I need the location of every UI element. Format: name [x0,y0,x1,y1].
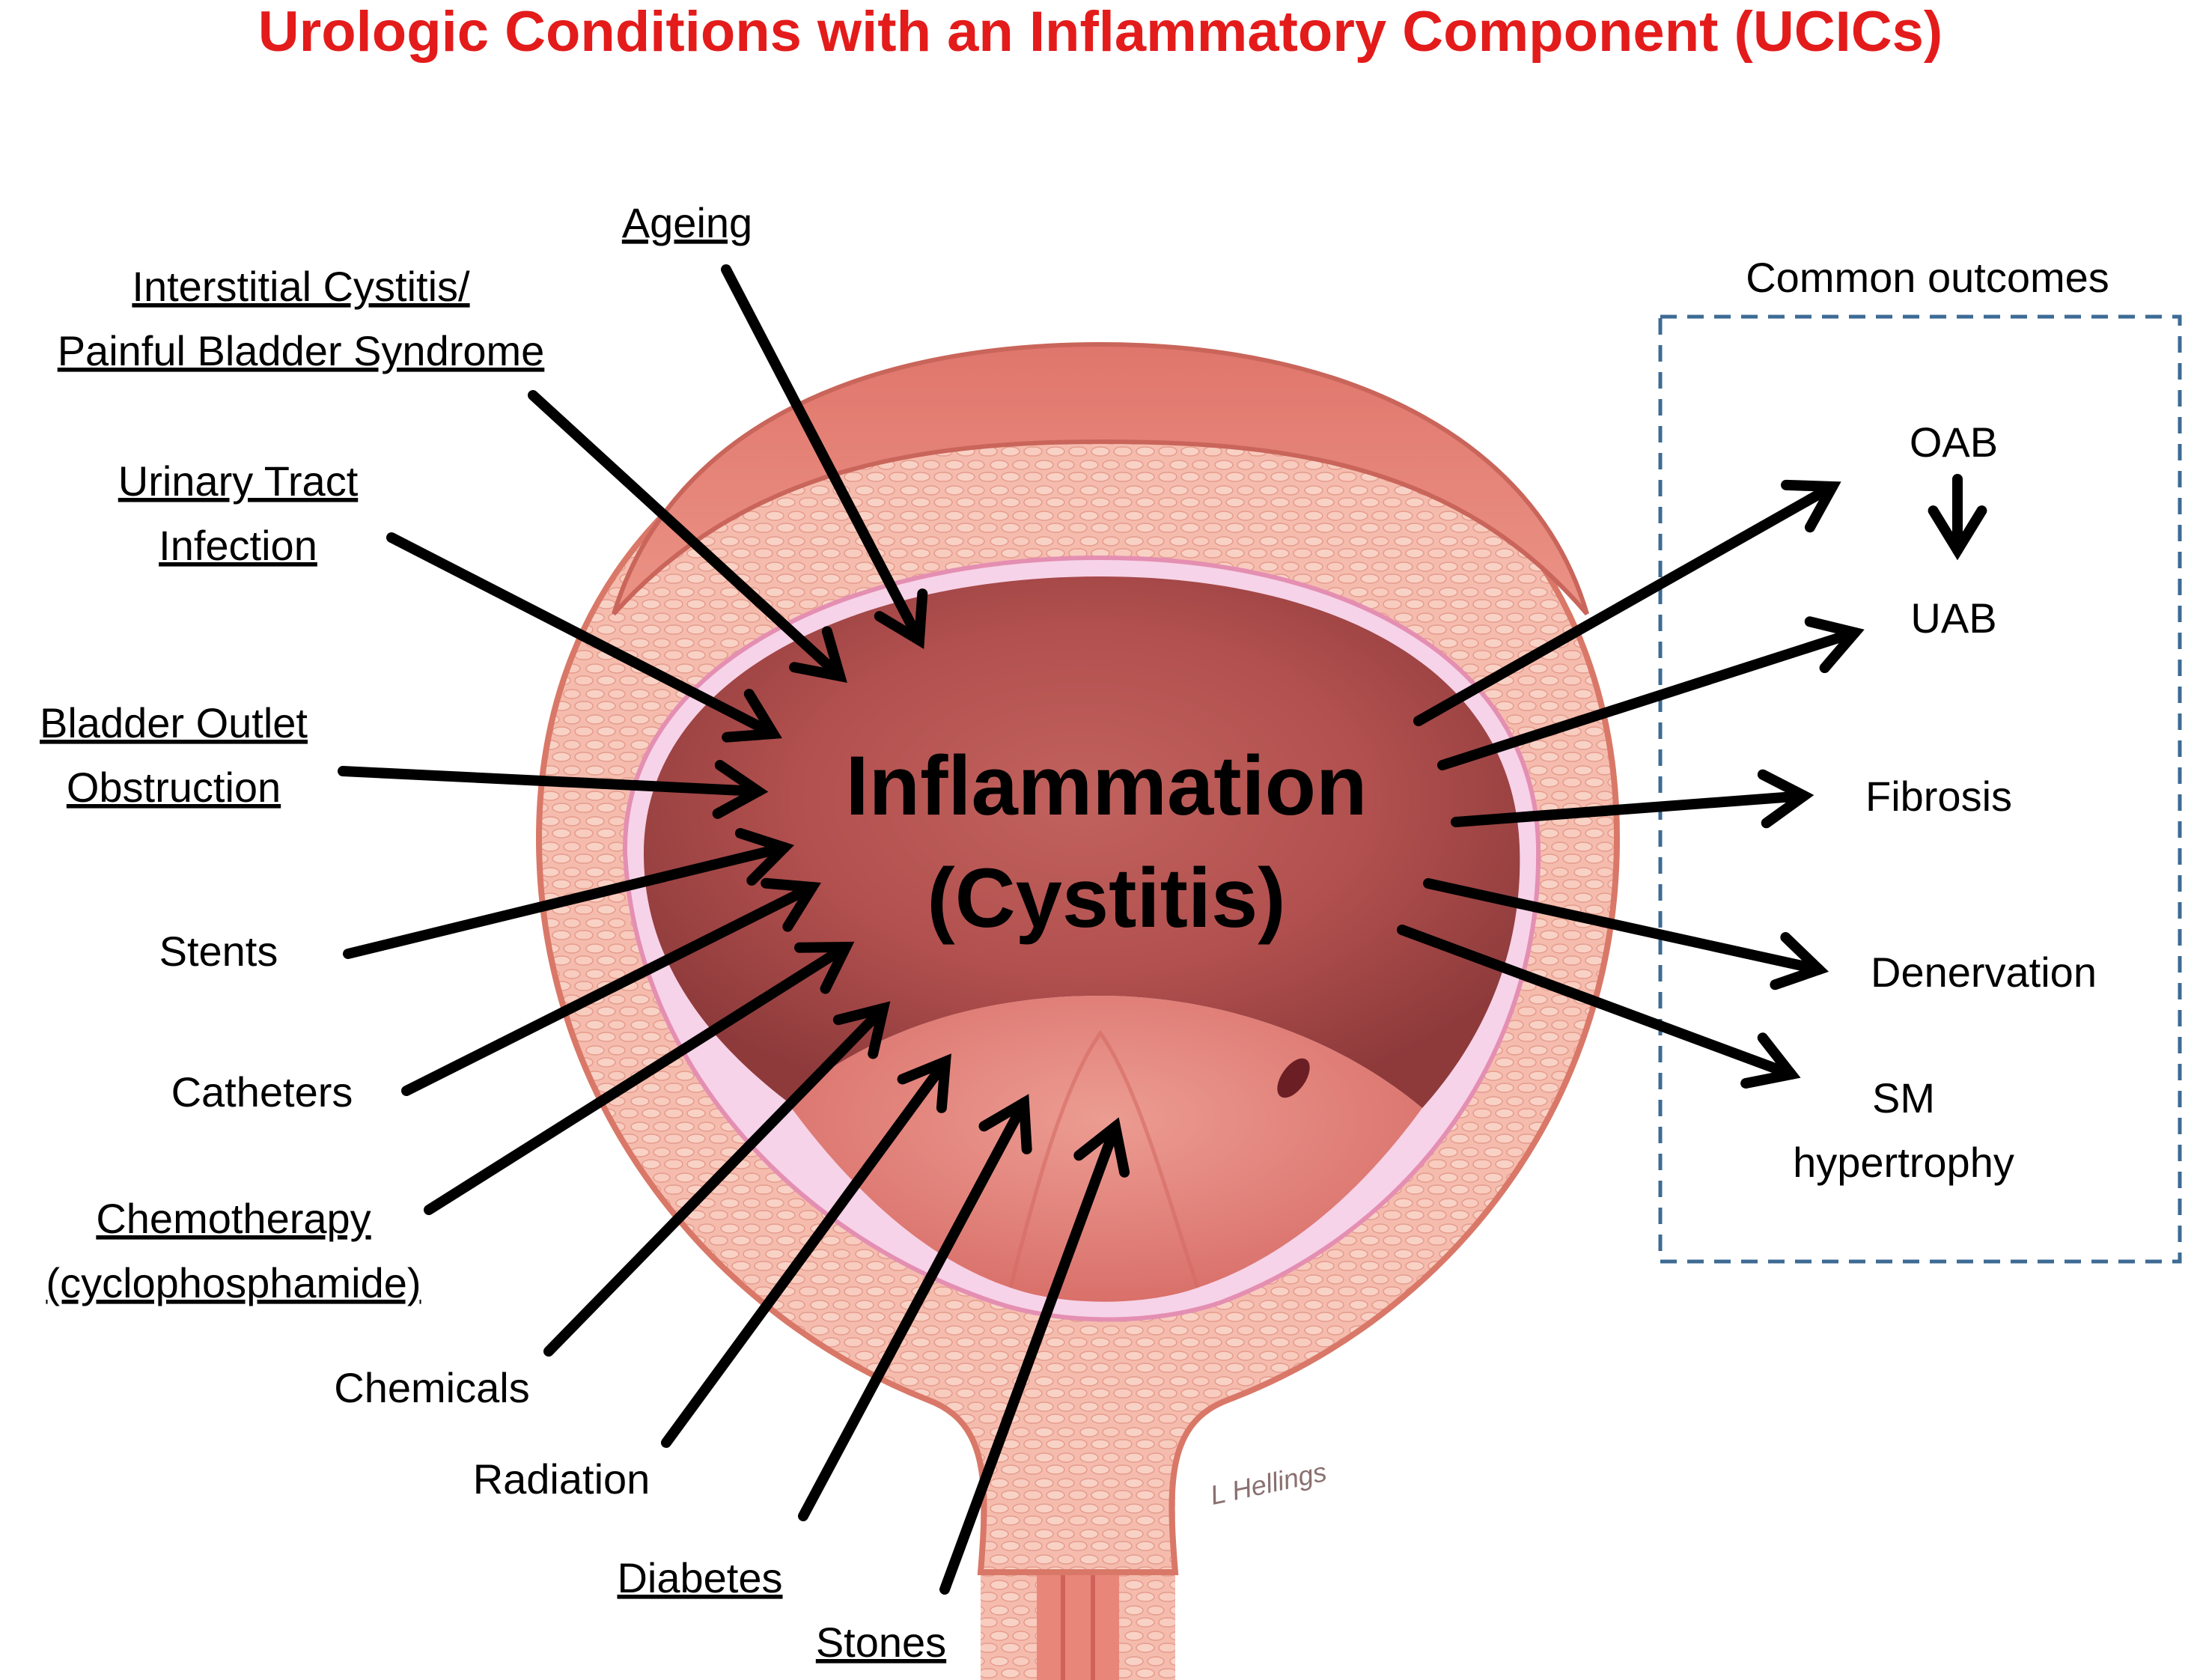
cause-label-stents: Stents [159,928,278,975]
cause-arrow-ageing [721,264,928,649]
cause-label-ic-pbs: Painful Bladder Syndrome [58,327,545,374]
cause-arrow-boo [338,760,769,819]
outcome-arrow-denervation [1423,878,1829,990]
outcome-label-sm-hypertrophy: SM [1872,1074,1935,1121]
cause-label-chemotherapy: Chemotherapy [96,1195,371,1242]
cause-arrow-chemicals [543,1001,891,1357]
cause-label-catheters: Catheters [171,1068,353,1116]
oab-to-uab-arrow [1928,474,1987,561]
outcomes-box [1658,314,2182,1264]
center-label-cystitis: (Cystitis) [927,851,1285,945]
cause-label-diabetes: Diabetes [617,1554,782,1601]
bladder-illustration: L Hellings [535,341,1621,1680]
outcome-arrow-fibrosis [1451,769,1814,829]
cause-label-ageing: Ageing [622,199,752,246]
center-label-inflammation: Inflammation [846,739,1368,833]
cause-label-stones: Stones [816,1619,946,1666]
cause-label-chemotherapy: (cyclophosphamide) [46,1259,421,1306]
outcome-label-oab: OAB [1910,419,1998,466]
bladder-lumen [644,576,1520,1108]
cause-label-boo: Bladder Outlet [40,699,308,746]
outcome-arrow-oab [1413,479,1841,726]
cause-arrow-radiation [661,1053,951,1448]
cause-arrow-chemotherapy [424,941,855,1215]
outcomes-heading: Common outcomes [1746,254,2109,301]
cause-label-radiation: Radiation [473,1455,650,1503]
bladder-dome [612,341,1589,616]
outcome-label-sm-hypertrophy: hypertrophy [1793,1139,2014,1186]
cause-arrow-uti [386,532,782,743]
cause-arrow-stones [939,1117,1130,1595]
cause-label-chemicals: Chemicals [334,1364,529,1411]
cause-label-uti: Infection [159,522,317,569]
cause-arrow-catheters [401,877,821,1096]
diagram-title: Urologic Conditions with an Inflammatory… [258,0,1942,64]
ureteral-orifice [1277,1058,1310,1098]
cause-label-boo: Obstruction [67,764,281,811]
artist-signature: L Hellings [1207,1456,1329,1511]
outcome-label-uab: UAB [1910,594,1996,642]
outcome-label-fibrosis: Fibrosis [1865,773,2012,820]
cause-label-ic-pbs: Interstitial Cystitis/ [132,263,470,310]
outcome-arrow-uab [1437,616,1865,770]
outcome-label-denervation: Denervation [1871,949,2097,996]
cause-arrow-diabetes [798,1094,1032,1521]
cause-arrow-stents [343,828,795,959]
cause-label-uti: Urinary Tract [118,457,359,505]
outcome-arrow-sm-hypertrophy [1397,925,1801,1089]
cause-arrow-ic-pbs [528,390,847,684]
arrows [338,264,1987,1595]
